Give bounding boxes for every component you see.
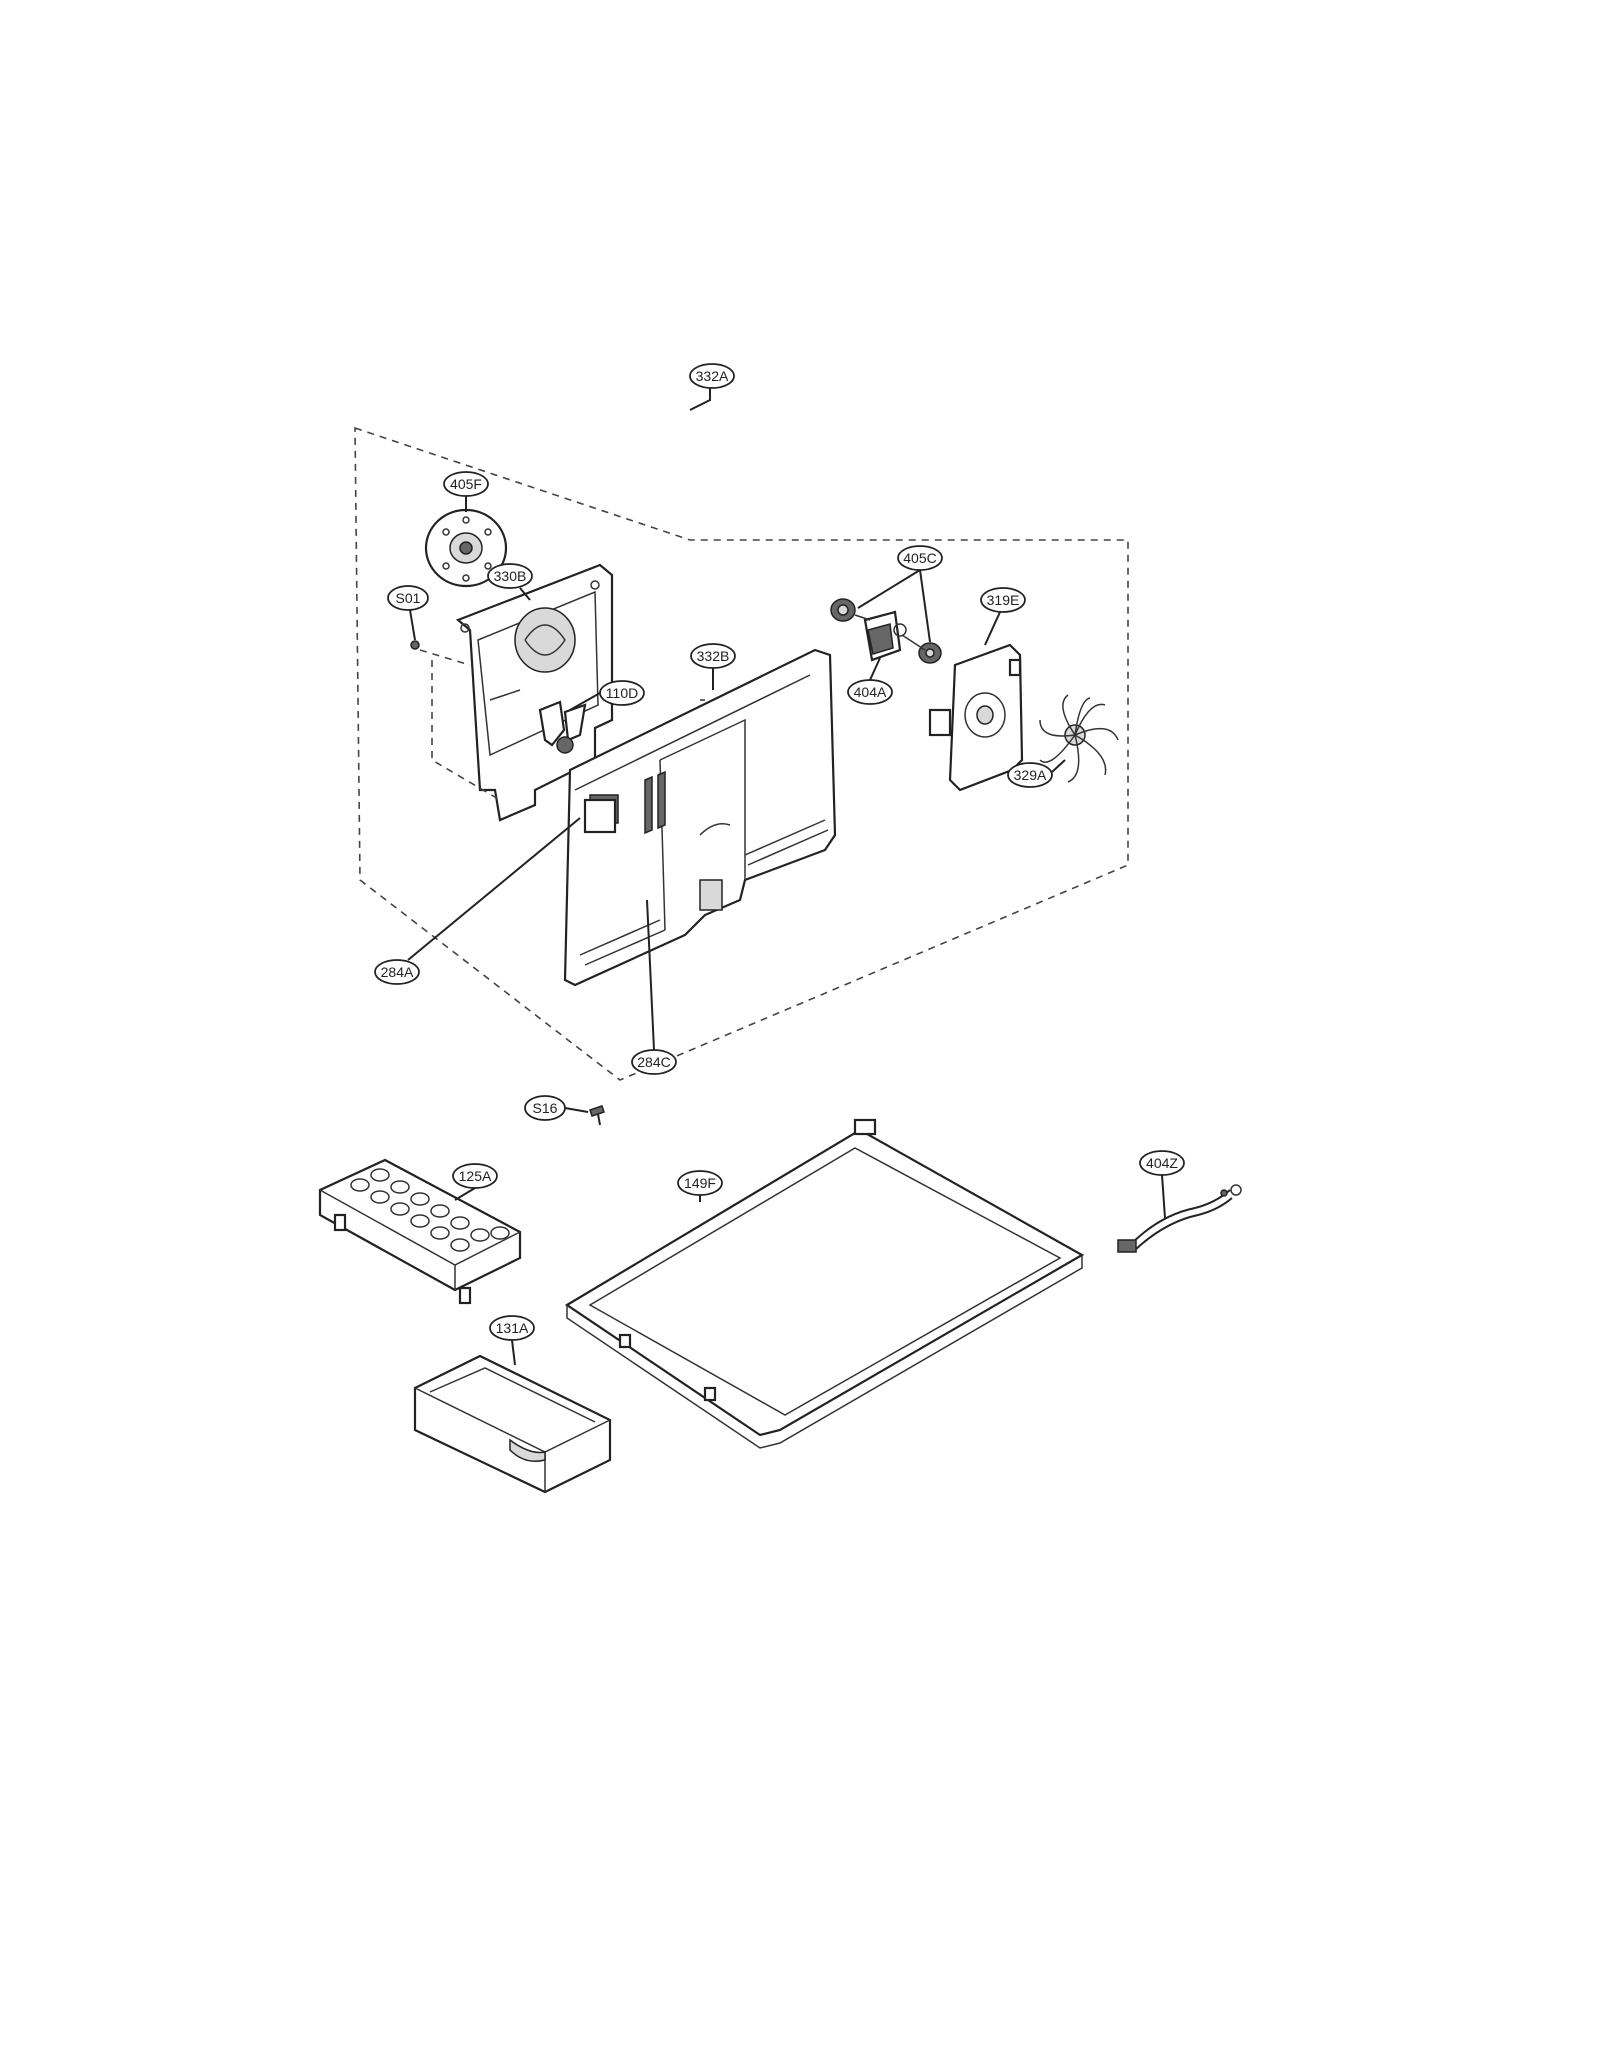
ice-tray-cups [350, 1168, 510, 1252]
callout-label-332B: 332B [697, 648, 730, 664]
callout-405C: 405C [897, 545, 943, 571]
callout-332A: 332A [689, 363, 735, 389]
callout-332B: 332B [690, 643, 736, 669]
part-319E-shroud [928, 643, 1024, 792]
callout-S01: S01 [387, 585, 429, 611]
callout-label-131A: 131A [496, 1320, 529, 1336]
callout-label-405C: 405C [903, 550, 936, 566]
leader-lines [407, 388, 1166, 1366]
callout-125A: 125A [452, 1163, 498, 1189]
callout-329A: 329A [1007, 762, 1053, 788]
part-329A-fan-blade [1039, 694, 1119, 783]
part-330B-bracket [455, 563, 614, 822]
part-131A-ice-bin [413, 1354, 612, 1494]
assembly-boundary-332A [354, 426, 1129, 1081]
callout-label-S16: S16 [533, 1100, 558, 1116]
callout-319E: 319E [980, 587, 1026, 613]
part-405C-washers [830, 598, 942, 664]
callout-label-332A: 332A [696, 368, 729, 384]
part-S16-screw [589, 1105, 605, 1126]
part-404A-motor [854, 610, 926, 662]
part-405F-fan-wheel [424, 508, 508, 588]
part-S01-screw [410, 640, 501, 801]
callout-label-405F: 405F [450, 476, 482, 492]
callout-label-125A: 125A [459, 1168, 492, 1184]
callout-label-110D: 110D [606, 685, 638, 701]
callout-label-404Z: 404Z [1146, 1155, 1178, 1171]
callout-284C: 284C [631, 1049, 677, 1075]
callout-149F: 149F [677, 1170, 723, 1196]
part-332B-cover [563, 648, 837, 987]
callout-label-284A: 284A [381, 964, 414, 980]
callout-110D: 110D [599, 680, 645, 706]
callout-330B: 330B [487, 563, 533, 589]
part-110D-clip [538, 700, 587, 754]
callout-label-404A: 404A [854, 684, 887, 700]
callout-label-149F: 149F [684, 1175, 716, 1191]
callout-131A: 131A [489, 1315, 535, 1341]
callout-label-319E: 319E [987, 592, 1020, 608]
part-404Z-harness [1117, 1184, 1242, 1253]
callout-284A: 284A [374, 959, 420, 985]
callout-label-284C: 284C [637, 1054, 670, 1070]
callout-label-S01: S01 [396, 590, 421, 606]
callout-404A: 404A [847, 679, 893, 705]
callout-label-329A: 329A [1014, 767, 1047, 783]
callout-S16: S16 [524, 1095, 566, 1121]
callout-label-330B: 330B [494, 568, 527, 584]
callout-405F: 405F [443, 471, 489, 497]
part-149F-shelf [564, 1118, 1085, 1449]
part-125A-ice-tray [318, 1158, 522, 1305]
callout-404Z: 404Z [1139, 1150, 1185, 1176]
